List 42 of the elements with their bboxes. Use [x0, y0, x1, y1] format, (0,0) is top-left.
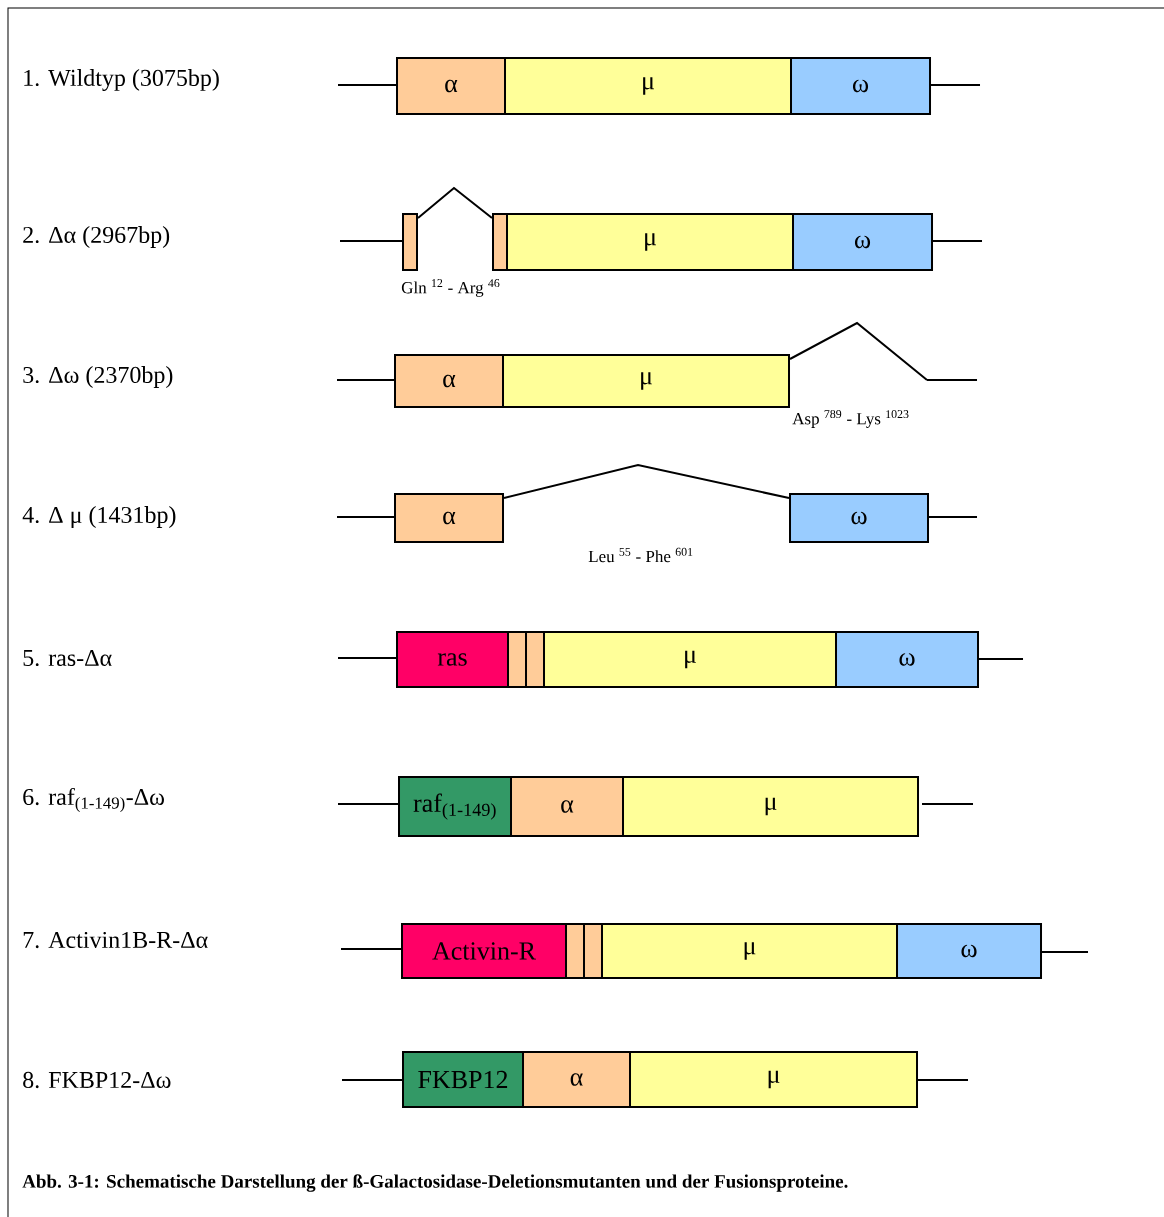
construct-label: 7. Activin1B-R-Δα: [23, 931, 208, 949]
domain-box: μ: [502, 354, 790, 408]
construct-label: 2. Δα (2967bp): [23, 226, 170, 248]
domain-box: Activin-R: [401, 923, 567, 979]
deletion-label: Asp $^{789}$ - Lys $^{1023}$: [792, 410, 909, 428]
splice-line: [503, 463, 790, 499]
fragment-box: [565, 923, 585, 979]
domain-box: μ: [601, 923, 898, 979]
domain-box: α: [394, 354, 504, 408]
domain-box: ras: [396, 631, 509, 688]
fragment-box: [402, 213, 418, 271]
construct-label: 3. Δω (2370bp): [23, 366, 173, 388]
domain-box: ω: [789, 493, 929, 543]
domain-box: raf$_{(1-149)}$: [398, 776, 512, 837]
construct-label: 8. FKBP12-Δω: [23, 1071, 171, 1089]
fragment-box: [583, 923, 603, 979]
domain-box: μ: [622, 776, 919, 837]
construct-label: 1. Wildtyp (3075bp): [24, 69, 219, 91]
domain-box: μ: [506, 213, 794, 271]
construct-label: 4. Δ μ (1431bp): [22, 506, 176, 528]
fragment-box: [492, 213, 508, 271]
deletion-label: Gln $^{12}$ - Arg $^{46}$: [401, 279, 500, 297]
domain-box: ω: [896, 923, 1042, 979]
deletion-label: Leu $^{55}$ - Phe $^{601}$: [588, 547, 693, 563]
domain-box: μ: [629, 1051, 918, 1108]
splice-line: [789, 321, 928, 381]
domain-box: ω: [790, 57, 931, 115]
construct-label: 6. raf$_{(1-149)}$-Δω: [23, 787, 164, 813]
splice-line: [417, 186, 493, 219]
domain-box: μ: [504, 57, 792, 115]
domain-box: α: [522, 1051, 631, 1108]
fragment-box: [525, 631, 545, 688]
fragment-box: [507, 631, 527, 688]
domain-box: ω: [835, 631, 979, 688]
domain-box: ω: [792, 213, 933, 271]
domain-box: α: [396, 57, 506, 115]
domain-box: FKBP12: [402, 1051, 524, 1108]
domain-box: α: [510, 776, 624, 837]
construct-label: 5. ras-Δα: [23, 649, 112, 667]
caption: Abb. 3-1: Schematische Darstellung der ß-Galactosidase-Deletionsmutanten und der Fusionsproteine.: [22, 1174, 848, 1192]
domain-box: α: [394, 493, 504, 543]
domain-box: μ: [543, 631, 837, 688]
